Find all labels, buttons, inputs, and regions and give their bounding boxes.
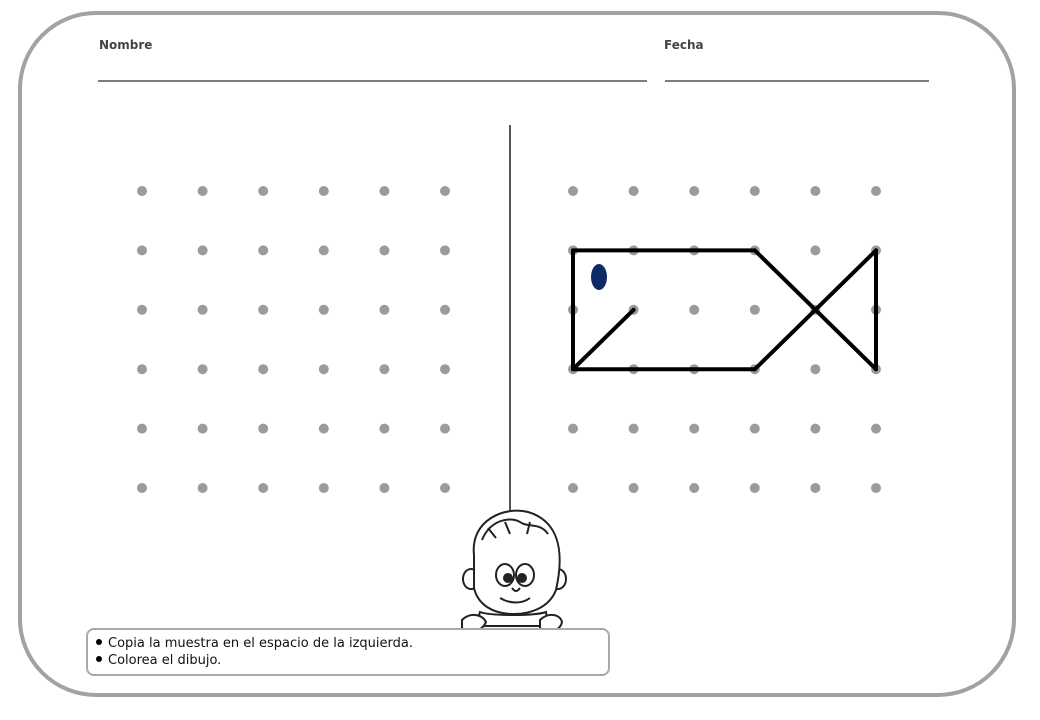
grid-dot[interactable] <box>379 304 390 315</box>
grid-dot[interactable] <box>440 483 450 493</box>
grid-dot[interactable] <box>258 186 269 196</box>
grid-dot <box>689 186 700 196</box>
instruction-item: Colorea el dibujo. <box>96 652 608 669</box>
grid-dot <box>628 423 639 434</box>
name-line[interactable] <box>98 80 647 82</box>
grid-dot <box>749 186 760 196</box>
grid-dot <box>871 483 881 493</box>
right-dot-grid <box>568 186 881 493</box>
left-dot-grid[interactable] <box>137 186 450 493</box>
worksheet-frame <box>18 11 1016 697</box>
instruction-box: Copia la muestra en el espacio de la izq… <box>86 628 610 676</box>
grid-dot[interactable] <box>440 245 450 256</box>
grid-dot <box>810 186 821 196</box>
grid-dot[interactable] <box>258 304 269 315</box>
grid-dot[interactable] <box>197 304 208 315</box>
grid-dot[interactable] <box>137 423 147 434</box>
instruction-item: Copia la muestra en el espacio de la izq… <box>96 635 608 652</box>
grid-dot[interactable] <box>318 364 329 375</box>
grid-dot[interactable] <box>137 304 147 315</box>
grid-dot[interactable] <box>137 186 147 196</box>
grid-dot <box>810 245 821 256</box>
bullet-icon <box>96 639 102 645</box>
grid-dot[interactable] <box>197 186 208 196</box>
grid-dot[interactable] <box>379 483 390 493</box>
grid-dot[interactable] <box>197 364 208 375</box>
grid-dot[interactable] <box>258 364 269 375</box>
grid-dot <box>689 423 700 434</box>
grid-dot[interactable] <box>318 245 329 256</box>
grid-dot[interactable] <box>318 483 329 493</box>
grid-dot[interactable] <box>440 304 450 315</box>
fish-eye-icon <box>591 264 607 290</box>
grid-dot <box>568 186 578 196</box>
grid-dot <box>568 423 578 434</box>
grid-dot[interactable] <box>379 423 390 434</box>
grid-dot <box>689 483 700 493</box>
grid-dot <box>810 423 821 434</box>
grid-dot <box>810 364 821 375</box>
grid-dot <box>628 483 639 493</box>
grid-dot[interactable] <box>137 245 147 256</box>
date-line[interactable] <box>665 80 929 82</box>
bullet-icon <box>96 656 102 662</box>
fish-outline-segment <box>752 248 878 372</box>
fish-outline-segment <box>571 307 636 372</box>
grid-dot[interactable] <box>197 245 208 256</box>
grid-dot[interactable] <box>258 423 269 434</box>
fish-model-drawing <box>571 248 878 372</box>
grid-dot[interactable] <box>258 245 269 256</box>
grid-dot <box>749 483 760 493</box>
grid-dot <box>568 483 578 493</box>
grid-dot <box>749 423 760 434</box>
grid-dot[interactable] <box>379 364 390 375</box>
grid-dot[interactable] <box>440 186 450 196</box>
instruction-text: Copia la muestra en el espacio de la izq… <box>108 636 413 651</box>
grid-dot[interactable] <box>318 186 329 196</box>
date-label: Fecha <box>664 38 704 52</box>
grid-dot[interactable] <box>318 304 329 315</box>
grid-dot <box>871 423 881 434</box>
grid-dot[interactable] <box>318 423 329 434</box>
grid-dot[interactable] <box>440 364 450 375</box>
grid-dot <box>871 186 881 196</box>
name-label: Nombre <box>99 38 153 52</box>
grid-dot[interactable] <box>137 364 147 375</box>
grid-dot[interactable] <box>197 423 208 434</box>
grid-dot[interactable] <box>379 186 390 196</box>
grid-dot[interactable] <box>258 483 269 493</box>
cartoon-boy-icon <box>461 509 567 633</box>
grid-dot <box>810 483 821 493</box>
grid-dot <box>628 186 639 196</box>
grid-dot[interactable] <box>137 483 147 493</box>
grid-dot <box>749 304 760 315</box>
grid-dot <box>689 304 700 315</box>
grid-dot[interactable] <box>440 423 450 434</box>
grid-dot[interactable] <box>197 483 208 493</box>
grid-dot[interactable] <box>379 245 390 256</box>
instruction-text: Colorea el dibujo. <box>108 653 222 668</box>
